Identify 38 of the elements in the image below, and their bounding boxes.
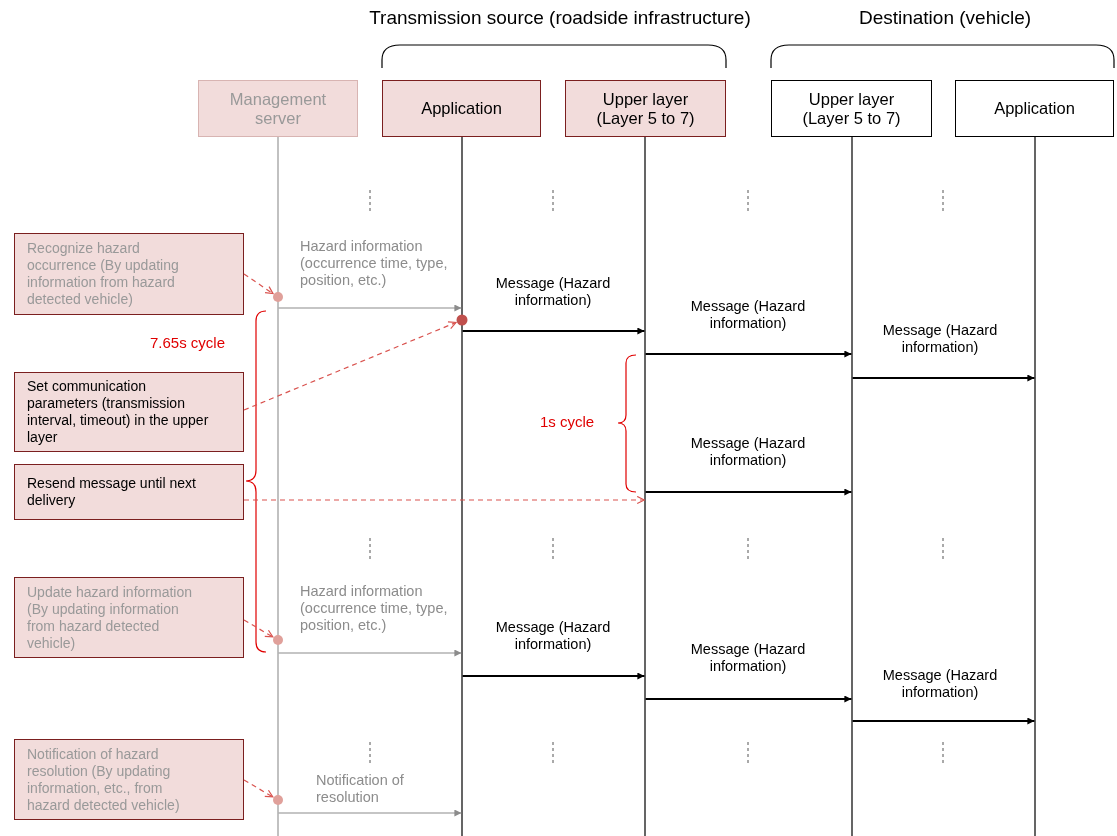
message-arrow <box>852 717 1035 725</box>
event-dot <box>273 292 283 302</box>
event-dot <box>456 314 468 326</box>
cycle-label: 1s cycle <box>540 412 596 431</box>
dashed-arrow <box>243 273 274 295</box>
lifeline <box>461 137 463 836</box>
lifeline <box>277 137 279 836</box>
group-heading: Destination (vehicle) <box>857 6 1033 29</box>
message-arrow <box>645 695 852 703</box>
dashed-arrow <box>243 321 457 411</box>
group-heading: Transmission source (roadside infrastructure) <box>368 6 752 29</box>
message-arrow <box>462 672 645 680</box>
lifeline-header: Application <box>382 80 541 137</box>
lifeline-header: Application <box>955 80 1114 137</box>
cycle-label: 7.65s cycle <box>150 333 227 352</box>
message-arrow <box>462 327 645 335</box>
lifeline <box>851 137 853 836</box>
message-arrow <box>645 350 852 358</box>
dashed-arrow <box>243 619 274 638</box>
message-arrow <box>852 374 1035 382</box>
event-dot <box>273 795 283 805</box>
dashed-arrow <box>243 779 274 798</box>
event-dot <box>273 635 283 645</box>
dashed-arrow <box>243 495 645 505</box>
lifeline-header: Upper layer (Layer 5 to 7) <box>771 80 932 137</box>
lifeline-header: Management server <box>198 80 358 137</box>
note-box: Notification of hazard resolution (By updating information, etc., from hazard detected vehicle) <box>14 739 244 820</box>
message-arrow <box>645 488 852 496</box>
note-box: Resend message until next delivery <box>14 464 244 520</box>
lifeline <box>644 137 646 836</box>
lifeline <box>1034 137 1036 836</box>
message-arrow <box>278 809 462 817</box>
note-box: Set communication parameters (transmission interval, timeout) in the upper layer <box>14 372 244 452</box>
note-box: Recognize hazard occurrence (By updating information from hazard detected vehicle) <box>14 233 244 315</box>
note-box: Update hazard information (By updating information from hazard detected vehicle) <box>14 577 244 658</box>
lifeline-header: Upper layer (Layer 5 to 7) <box>565 80 726 137</box>
message-arrow <box>278 304 462 312</box>
message-arrow <box>278 649 462 657</box>
